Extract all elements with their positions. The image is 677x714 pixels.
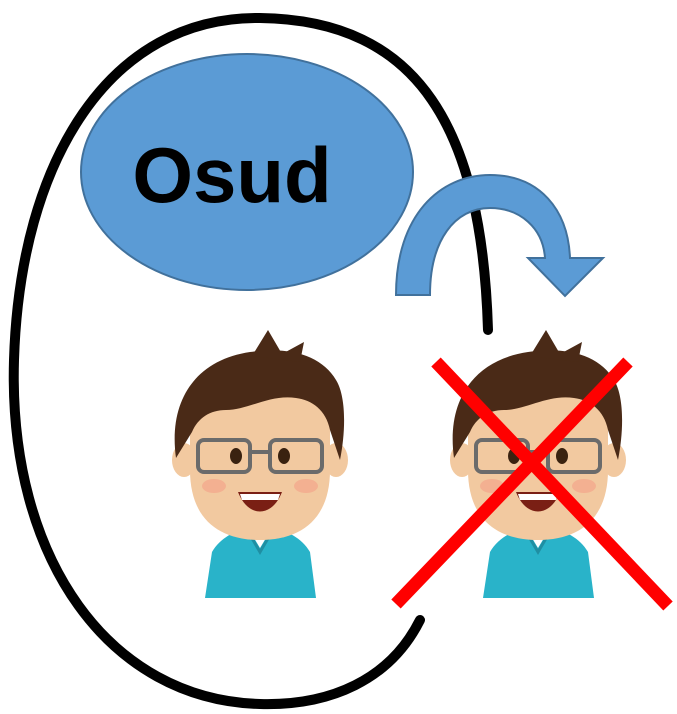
life-loop-outline [8,12,493,710]
hair [452,350,623,460]
curved-arrow-icon [394,173,606,298]
shirt [205,528,316,598]
hair-tuft [530,330,582,362]
fate-bubble [80,53,414,291]
cross-stroke-down [431,357,673,611]
glasses-right-lens [268,438,324,474]
person-kept [172,330,348,598]
right-cheek [294,479,318,493]
fate-bubble-label: Osud [132,131,331,219]
teeth [240,494,280,500]
hair [174,350,345,460]
right-eye [556,448,568,464]
left-eye [230,448,242,464]
teeth [518,494,558,500]
left-cheek [202,479,226,493]
glasses-left-lens [196,438,252,474]
hair-tuft [252,330,304,362]
red-cross-icon [391,357,673,611]
cross-stroke-up [391,357,633,609]
glasses-right-lens [546,438,602,474]
face [190,382,330,540]
right-eye [278,448,290,464]
shirt [483,528,594,598]
right-cheek [572,479,596,493]
